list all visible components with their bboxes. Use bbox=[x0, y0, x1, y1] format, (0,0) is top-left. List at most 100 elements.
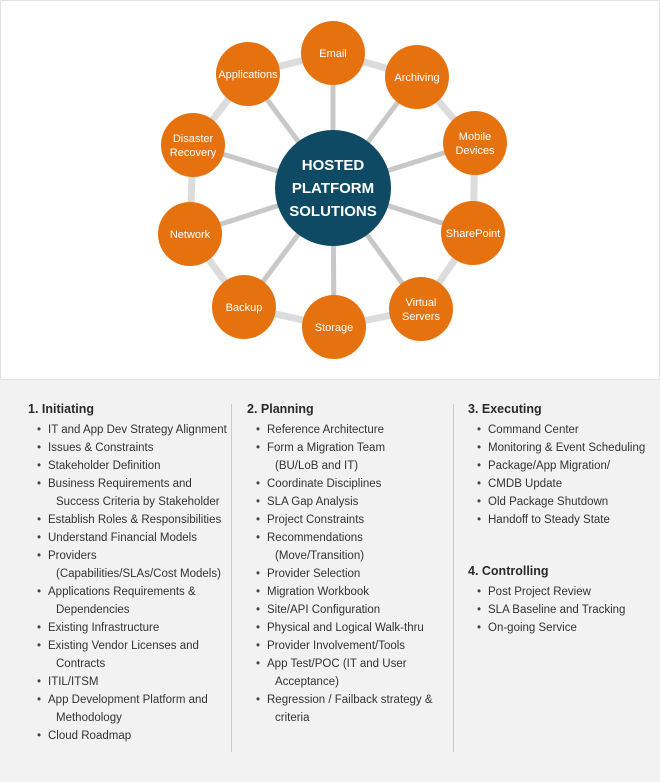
list-item: On-going Service bbox=[468, 619, 653, 637]
phase-title: 3. Executing bbox=[468, 402, 542, 416]
node-circle bbox=[302, 295, 366, 359]
nodes: EmailArchivingMobileDevicesSharePointVir… bbox=[158, 21, 507, 359]
list-item-text: IT and App Dev Strategy Alignment bbox=[48, 424, 227, 436]
list-item-text: ITIL/ITSM bbox=[48, 676, 99, 688]
list-item-text: Acceptance) bbox=[275, 676, 339, 688]
list-item-text: Old Package Shutdown bbox=[488, 496, 609, 508]
node-label: Backup bbox=[226, 302, 263, 314]
list-item: Form a Migration Team (BU/LoB and IT) bbox=[247, 439, 447, 475]
list-item: Migration Workbook bbox=[247, 583, 447, 601]
list-item-text: Monitoring & Event Scheduling bbox=[488, 442, 646, 454]
column-divider bbox=[231, 404, 232, 752]
list-item-text: Package/App Migration/ bbox=[488, 460, 611, 472]
list-item-text: Issues & Constraints bbox=[48, 442, 154, 454]
list-item: Monitoring & Event Scheduling bbox=[468, 439, 653, 457]
list-item-text: Command Center bbox=[488, 424, 579, 436]
phase-title: 4. Controlling bbox=[468, 564, 549, 578]
list-item: Post Project Review bbox=[468, 583, 653, 601]
list-item-text: Reference Architecture bbox=[267, 424, 384, 436]
list-item: CMDB Update bbox=[468, 475, 653, 493]
list-item-text: Success Criteria by Stakeholder bbox=[56, 496, 220, 508]
list-item-text: Establish Roles & Responsibilities bbox=[48, 514, 222, 526]
list-item: Recommendations (Move/Transition) bbox=[247, 529, 447, 565]
list-item-text: Cloud Roadmap bbox=[48, 730, 132, 742]
list-item: Understand Financial Models bbox=[28, 529, 228, 547]
list-item-text: Business Requirements and bbox=[48, 478, 192, 490]
node-label: Recovery bbox=[170, 147, 217, 159]
list-item: Old Package Shutdown bbox=[468, 493, 653, 511]
phase-planning: 2. Planning Reference ArchitectureForm a… bbox=[247, 402, 447, 727]
list-item-text: CMDB Update bbox=[488, 478, 563, 490]
list-item: Handoff to Steady State bbox=[468, 511, 653, 529]
list-item: IT and App Dev Strategy Alignment bbox=[28, 421, 228, 439]
list-item: Coordinate Disciplines bbox=[247, 475, 447, 493]
phase-list: IT and App Dev Strategy AlignmentIssues … bbox=[28, 421, 228, 745]
node-label: SharePoint bbox=[446, 228, 500, 240]
list-item-text: Providers bbox=[48, 550, 97, 562]
list-item-text: Project Constraints bbox=[267, 514, 365, 526]
list-item-text: Existing Vendor Licenses and bbox=[48, 640, 199, 652]
list-item-text: Methodology bbox=[56, 712, 122, 724]
list-item-text: (BU/LoB and IT) bbox=[275, 460, 359, 472]
phase-title: 2. Planning bbox=[247, 402, 314, 416]
list-item: Reference Architecture bbox=[247, 421, 447, 439]
list-item-text: (Capabilities/SLAs/Cost Models) bbox=[56, 568, 221, 580]
node-label: Email bbox=[319, 48, 347, 60]
list-item-text: Coordinate Disciplines bbox=[267, 478, 382, 490]
list-item-text: Contracts bbox=[56, 658, 106, 670]
node-label: Devices bbox=[455, 145, 495, 157]
hub-circle bbox=[275, 130, 391, 246]
node-label: Applications bbox=[218, 69, 278, 81]
node-circle bbox=[212, 275, 276, 339]
node-circle bbox=[389, 277, 453, 341]
list-item-text: Form a Migration Team bbox=[267, 442, 386, 454]
list-item: Regression / Failback strategy & criteria bbox=[247, 691, 447, 727]
column-divider bbox=[453, 404, 454, 752]
list-item-text: App Development Platform and bbox=[48, 694, 208, 706]
list-item-text: Provider Selection bbox=[267, 568, 361, 580]
list-item-text: Recommendations bbox=[267, 532, 363, 544]
list-item-text: Handoff to Steady State bbox=[488, 514, 610, 526]
list-item: Project Constraints bbox=[247, 511, 447, 529]
list-item-text: Stakeholder Definition bbox=[48, 460, 161, 472]
phase-executing: 3. Executing Command CenterMonitoring & … bbox=[468, 402, 653, 637]
list-item-text: On-going Service bbox=[488, 622, 577, 634]
node-circle bbox=[158, 202, 222, 266]
list-item-text: Understand Financial Models bbox=[48, 532, 197, 544]
hub-label-line2: PLATFORM bbox=[292, 180, 374, 197]
list-item: Providers (Capabilities/SLAs/Cost Models) bbox=[28, 547, 228, 583]
list-item-text: Regression / Failback strategy & bbox=[267, 694, 433, 706]
node-circle bbox=[216, 42, 280, 106]
list-item: ITIL/ITSM bbox=[28, 673, 228, 691]
node-circle bbox=[443, 111, 507, 175]
node-label: Mobile bbox=[459, 131, 491, 143]
list-item: Command Center bbox=[468, 421, 653, 439]
node-label: Archiving bbox=[394, 72, 439, 84]
list-item: Issues & Constraints bbox=[28, 439, 228, 457]
list-item-text: criteria bbox=[275, 712, 310, 724]
list-item-text: SLA Gap Analysis bbox=[267, 496, 359, 508]
list-item: Existing Infrastructure bbox=[28, 619, 228, 637]
list-item-text: Existing Infrastructure bbox=[48, 622, 160, 634]
hub-label-line3: SOLUTIONS bbox=[289, 203, 377, 220]
node-circle bbox=[441, 201, 505, 265]
node-circle bbox=[301, 21, 365, 85]
node-circle bbox=[385, 45, 449, 109]
hub-label-line1: HOSTED bbox=[302, 157, 365, 174]
phase-title: 1. Initiating bbox=[28, 402, 94, 416]
list-item: Stakeholder Definition bbox=[28, 457, 228, 475]
list-item-text: Physical and Logical Walk-thru bbox=[267, 622, 424, 634]
list-item: Physical and Logical Walk-thru bbox=[247, 619, 447, 637]
list-item: Package/App Migration/ bbox=[468, 457, 653, 475]
list-item-text: Post Project Review bbox=[488, 586, 591, 598]
node-label: Storage bbox=[315, 322, 354, 334]
list-item-text: (Move/Transition) bbox=[275, 550, 365, 562]
list-item: Cloud Roadmap bbox=[28, 727, 228, 745]
phase-list: Post Project ReviewSLA Baseline and Trac… bbox=[468, 583, 653, 637]
list-item: Site/API Configuration bbox=[247, 601, 447, 619]
